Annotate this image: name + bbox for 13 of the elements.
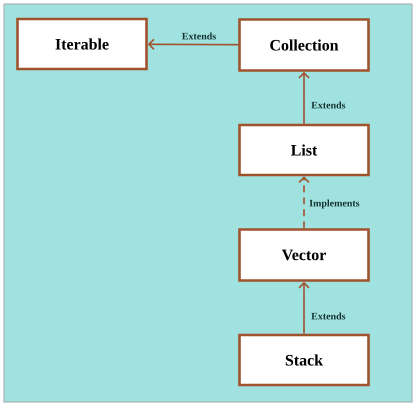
edge-label: Extends	[182, 32, 216, 40]
class-box: List	[238, 124, 370, 176]
class-box: Collection	[238, 18, 370, 72]
arrow	[298, 72, 310, 124]
edge-label: Extends	[311, 312, 346, 320]
class-box: Iterable	[16, 18, 148, 70]
class-box: Vector	[238, 228, 370, 282]
arrow	[148, 38, 238, 50]
edge-label: Implements	[310, 199, 360, 209]
class-box: Stack	[238, 334, 370, 386]
arrow	[298, 176, 310, 228]
arrow	[298, 282, 310, 334]
edge-label: Extends	[311, 102, 346, 108]
